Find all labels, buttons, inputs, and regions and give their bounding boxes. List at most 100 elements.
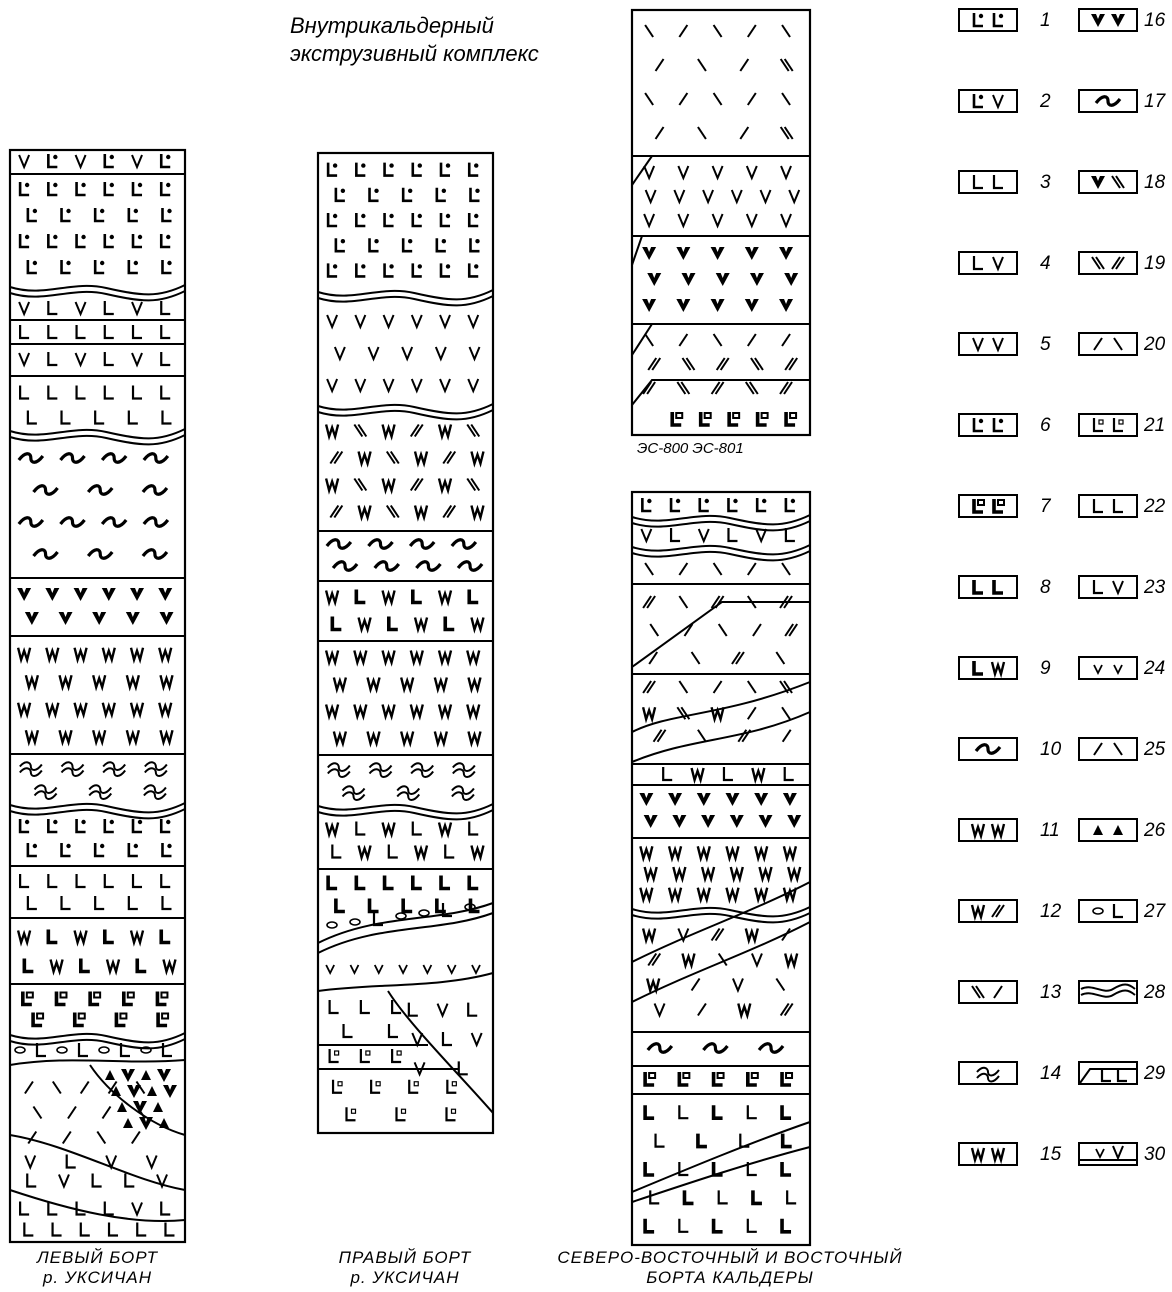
layer-1 [19, 154, 170, 167]
lithology-symbol [62, 843, 71, 856]
lithology-symbol [105, 1202, 114, 1215]
layer-boundary [90, 1065, 185, 1135]
lithology-symbol [127, 730, 139, 742]
lithology-symbol [646, 190, 656, 202]
lithology-symbol [159, 703, 171, 715]
legend-item: 4 [958, 251, 1042, 281]
lithology-symbol [328, 163, 337, 176]
lithology-symbol [326, 479, 338, 491]
lithology-symbol [162, 896, 171, 909]
lithology-symbol [102, 454, 126, 463]
lithology-symbol [354, 651, 366, 663]
lithology-symbol [356, 590, 365, 603]
lithology-symbol [698, 59, 706, 71]
lithology-symbol [102, 518, 126, 527]
lithology-symbol [679, 681, 687, 693]
lithology-symbol [701, 412, 711, 425]
lithology-symbol [161, 1202, 170, 1215]
layer-12 [409, 1003, 482, 1075]
lithology-symbol [645, 1072, 655, 1085]
unconformity [632, 545, 810, 560]
lithology-symbol [678, 214, 688, 226]
lithology-symbol [974, 661, 983, 674]
lithology-symbol [728, 498, 737, 511]
lithology-symbol [452, 786, 474, 800]
lithology-symbol [359, 846, 371, 858]
lithology-symbol [977, 1068, 999, 1082]
lithology-symbol [161, 234, 170, 247]
lithology-symbol [46, 648, 58, 660]
lithology-symbol [18, 703, 30, 715]
lithology-symbol [158, 588, 172, 601]
lithology-symbol [445, 845, 454, 858]
layer-3 [645, 563, 790, 575]
lithology-symbol [415, 452, 427, 464]
layer-3 [19, 301, 170, 314]
legend-item: 29 [1078, 1061, 1162, 1091]
layer-9 [640, 846, 800, 899]
layer-boundary [632, 602, 810, 667]
lithology-symbol [361, 1000, 370, 1013]
lithology-symbol [19, 518, 43, 527]
lithology-symbol [786, 498, 795, 511]
legend-item: 16 [1078, 8, 1162, 38]
lithology-symbol [20, 386, 29, 399]
lithology-symbol [74, 588, 88, 601]
lithology-symbol [77, 234, 86, 247]
lithology-symbol [326, 591, 338, 603]
lithology-symbol [748, 25, 756, 37]
lithology-symbol [684, 1190, 693, 1203]
lithology-symbol [410, 540, 434, 549]
lithology-symbol [714, 334, 722, 346]
legend-item: 15 [958, 1142, 1042, 1172]
layer-boundary [632, 236, 642, 265]
lithology-symbol [994, 499, 1004, 512]
lithology-symbol [972, 986, 984, 998]
lithology-symbol [472, 1033, 482, 1045]
lithology-symbol [1114, 338, 1122, 350]
lithology-symbol [129, 843, 138, 856]
lithology-symbol [754, 793, 768, 806]
lithology-symbol [133, 234, 142, 247]
lithology-symbol [439, 651, 451, 663]
lithology-symbol [469, 263, 478, 276]
lithology-symbol [972, 905, 984, 917]
lithology-symbol [26, 730, 38, 742]
lithology-symbol [974, 175, 983, 188]
lithology-symbol [648, 954, 660, 966]
layer-boundary [318, 973, 493, 991]
lithology-symbol [403, 188, 412, 201]
lithology-symbol [161, 325, 170, 338]
lithology-symbol [105, 234, 114, 247]
lithology-symbol [976, 745, 1000, 754]
lithology-symbol [95, 208, 104, 221]
legend-number: 16 [1144, 10, 1165, 32]
lithology-symbol [1091, 14, 1105, 27]
lithology-symbol [127, 675, 139, 687]
lithology-symbol [161, 819, 170, 832]
lithology-symbol [676, 299, 690, 312]
lithology-symbol [441, 263, 450, 276]
lithology-symbol [105, 1070, 115, 1080]
lithology-symbol [157, 992, 167, 1005]
lithology-symbol [370, 238, 379, 251]
lithology-symbol [77, 182, 86, 195]
lithology-symbol [53, 1082, 61, 1094]
lithology-symbol [1096, 97, 1120, 106]
lithology-symbol [411, 425, 423, 437]
lithology-symbol [76, 155, 86, 167]
lithology-symbol [992, 662, 1004, 674]
legend-item: 27 [1078, 899, 1162, 929]
lithology-symbol [648, 1044, 672, 1053]
lithology-symbol [644, 815, 658, 828]
section-column-left-bank [10, 150, 185, 1242]
lithology-symbol [714, 1105, 723, 1118]
lithology-symbol [102, 1107, 110, 1119]
lithology-symbol [48, 325, 57, 338]
lithology-symbol [77, 874, 86, 887]
legend-number: 5 [1040, 334, 1051, 356]
lithology-symbol [448, 965, 456, 973]
lithology-symbol [144, 785, 166, 799]
lithology-symbol [401, 678, 413, 690]
caption-mid-line2: р. УКСИЧАН [305, 1268, 505, 1288]
